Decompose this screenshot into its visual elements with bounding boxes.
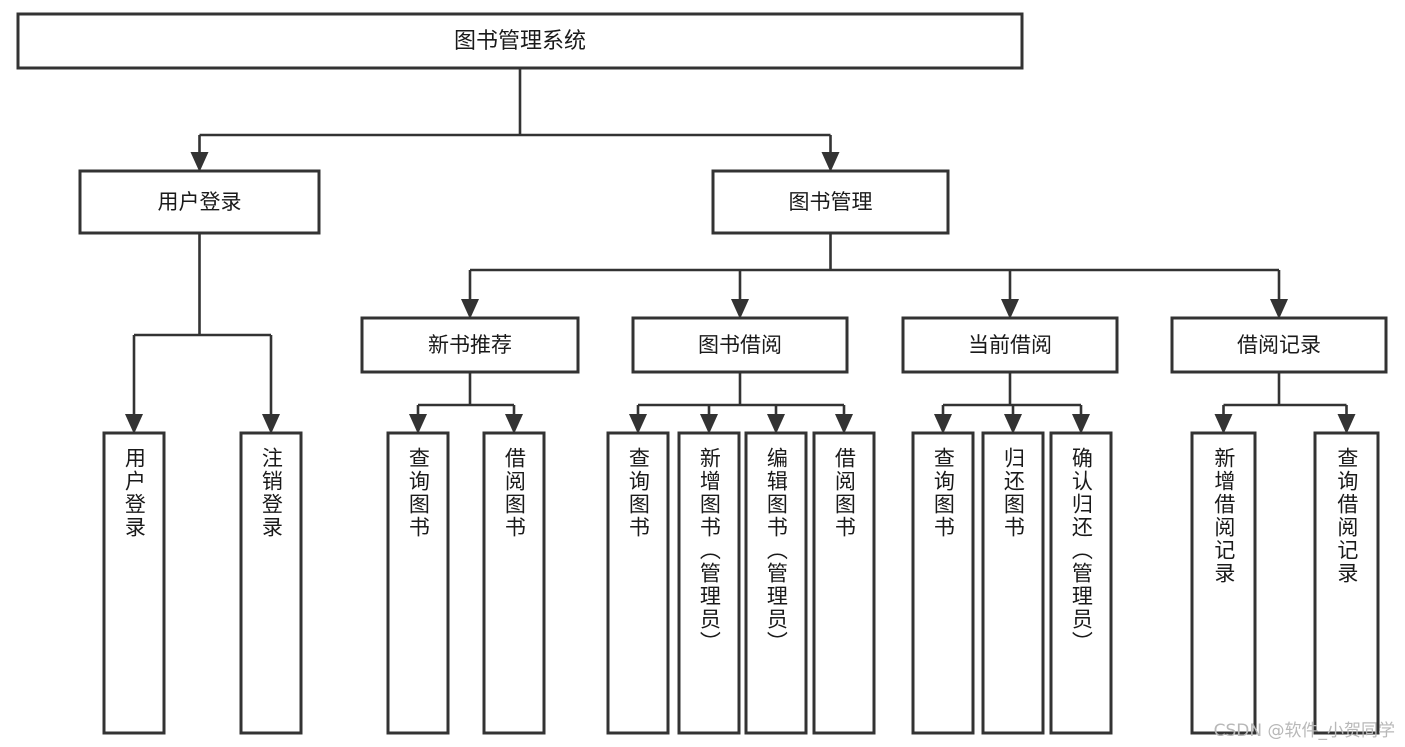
level3-node-1-3[interactable]: 借阅记录 bbox=[1170, 316, 1388, 374]
level3-1-1-arrow-0 bbox=[629, 414, 647, 434]
level2-node-0-label: 用户登录 bbox=[158, 190, 242, 214]
level2-1-arrow-3 bbox=[1270, 299, 1288, 319]
root-node-图书管理系统-label: 图书管理系统 bbox=[454, 29, 586, 54]
leaf-node-1-0-1-box bbox=[482, 431, 546, 735]
leaf-node-0-1[interactable] bbox=[239, 431, 303, 735]
leaf-node-1-1-3-box bbox=[812, 431, 876, 735]
level3-node-1-2-box bbox=[901, 316, 1119, 374]
leaf-node-1-1-0-box bbox=[606, 431, 670, 735]
level2-1-arrow-1 bbox=[731, 299, 749, 319]
leaf-node-1-2-1-box bbox=[981, 431, 1045, 735]
level3-node-1-1[interactable]: 图书借阅 bbox=[631, 316, 849, 374]
leaf-node-1-2-1[interactable] bbox=[981, 431, 1045, 735]
watermark-text: CSDN @软件_小贺同学 bbox=[1213, 721, 1395, 741]
root-arrow-1 bbox=[821, 152, 840, 172]
leaf-node-1-0-0-box bbox=[386, 431, 450, 735]
level3-node-1-1-label: 图书借阅 bbox=[698, 333, 782, 357]
level2-node-1[interactable]: 图书管理 bbox=[711, 169, 950, 235]
level3-node-1-3-box bbox=[1170, 316, 1388, 374]
level3-1-0-arrow-0 bbox=[409, 414, 427, 434]
leaf-node-1-0-1[interactable] bbox=[482, 431, 546, 735]
level2-0-arrow-0 bbox=[125, 414, 143, 434]
leaf-node-1-3-1-box bbox=[1313, 431, 1380, 735]
level3-node-1-0-label: 新书推荐 bbox=[428, 333, 512, 357]
leaf-node-1-2-2[interactable] bbox=[1049, 431, 1113, 735]
level3-1-2-arrow-0 bbox=[934, 414, 952, 434]
leaf-node-1-0-0[interactable] bbox=[386, 431, 450, 735]
leaf-node-1-1-1-box bbox=[677, 431, 741, 735]
level3-1-1-arrow-2 bbox=[767, 414, 785, 434]
level3-1-1-arrow-1 bbox=[700, 414, 718, 434]
leaf-node-1-1-2-box bbox=[744, 431, 808, 735]
level2-1-arrow-2 bbox=[1001, 299, 1019, 319]
level3-1-2-arrow-1 bbox=[1004, 414, 1022, 434]
leaf-node-0-1-box bbox=[239, 431, 303, 735]
level3-node-1-2-label: 当前借阅 bbox=[968, 333, 1052, 357]
leaf-node-1-3-1[interactable] bbox=[1313, 431, 1380, 735]
level3-node-1-0-box bbox=[360, 316, 580, 374]
leaf-node-0-0-box bbox=[102, 431, 166, 735]
leaf-node-1-1-0[interactable] bbox=[606, 431, 670, 735]
level3-1-3-arrow-0 bbox=[1214, 414, 1233, 434]
leaf-node-1-1-3[interactable] bbox=[812, 431, 876, 735]
level3-node-1-2[interactable]: 当前借阅 bbox=[901, 316, 1119, 374]
leaf-node-0-0[interactable] bbox=[102, 431, 166, 735]
level2-0-arrow-1 bbox=[262, 414, 280, 434]
level2-node-1-box bbox=[711, 169, 950, 235]
leaf-node-1-1-2[interactable] bbox=[744, 431, 808, 735]
leaf-node-1-1-1[interactable] bbox=[677, 431, 741, 735]
leaf-node-1-3-0-box bbox=[1190, 431, 1257, 735]
level3-node-1-3-label: 借阅记录 bbox=[1237, 333, 1321, 357]
level2-node-1-label: 图书管理 bbox=[789, 190, 873, 214]
root-node-图书管理系统-box bbox=[16, 12, 1024, 70]
root-arrow-0 bbox=[190, 152, 209, 172]
leaf-node-1-2-0-box bbox=[911, 431, 975, 735]
level2-node-0[interactable]: 用户登录 bbox=[78, 169, 321, 235]
root-node-图书管理系统[interactable]: 图书管理系统 bbox=[16, 12, 1024, 70]
leaf-node-1-3-0[interactable] bbox=[1190, 431, 1257, 735]
level3-1-2-arrow-2 bbox=[1072, 414, 1090, 434]
level3-1-1-arrow-3 bbox=[835, 414, 853, 434]
leaf-node-1-2-2-box bbox=[1049, 431, 1113, 735]
level3-node-1-0[interactable]: 新书推荐 bbox=[360, 316, 580, 374]
level2-1-arrow-0 bbox=[461, 299, 479, 319]
level3-1-0-arrow-1 bbox=[505, 414, 523, 434]
level3-1-3-arrow-1 bbox=[1337, 414, 1356, 434]
level3-node-1-1-box bbox=[631, 316, 849, 374]
leaf-node-1-2-0[interactable] bbox=[911, 431, 975, 735]
